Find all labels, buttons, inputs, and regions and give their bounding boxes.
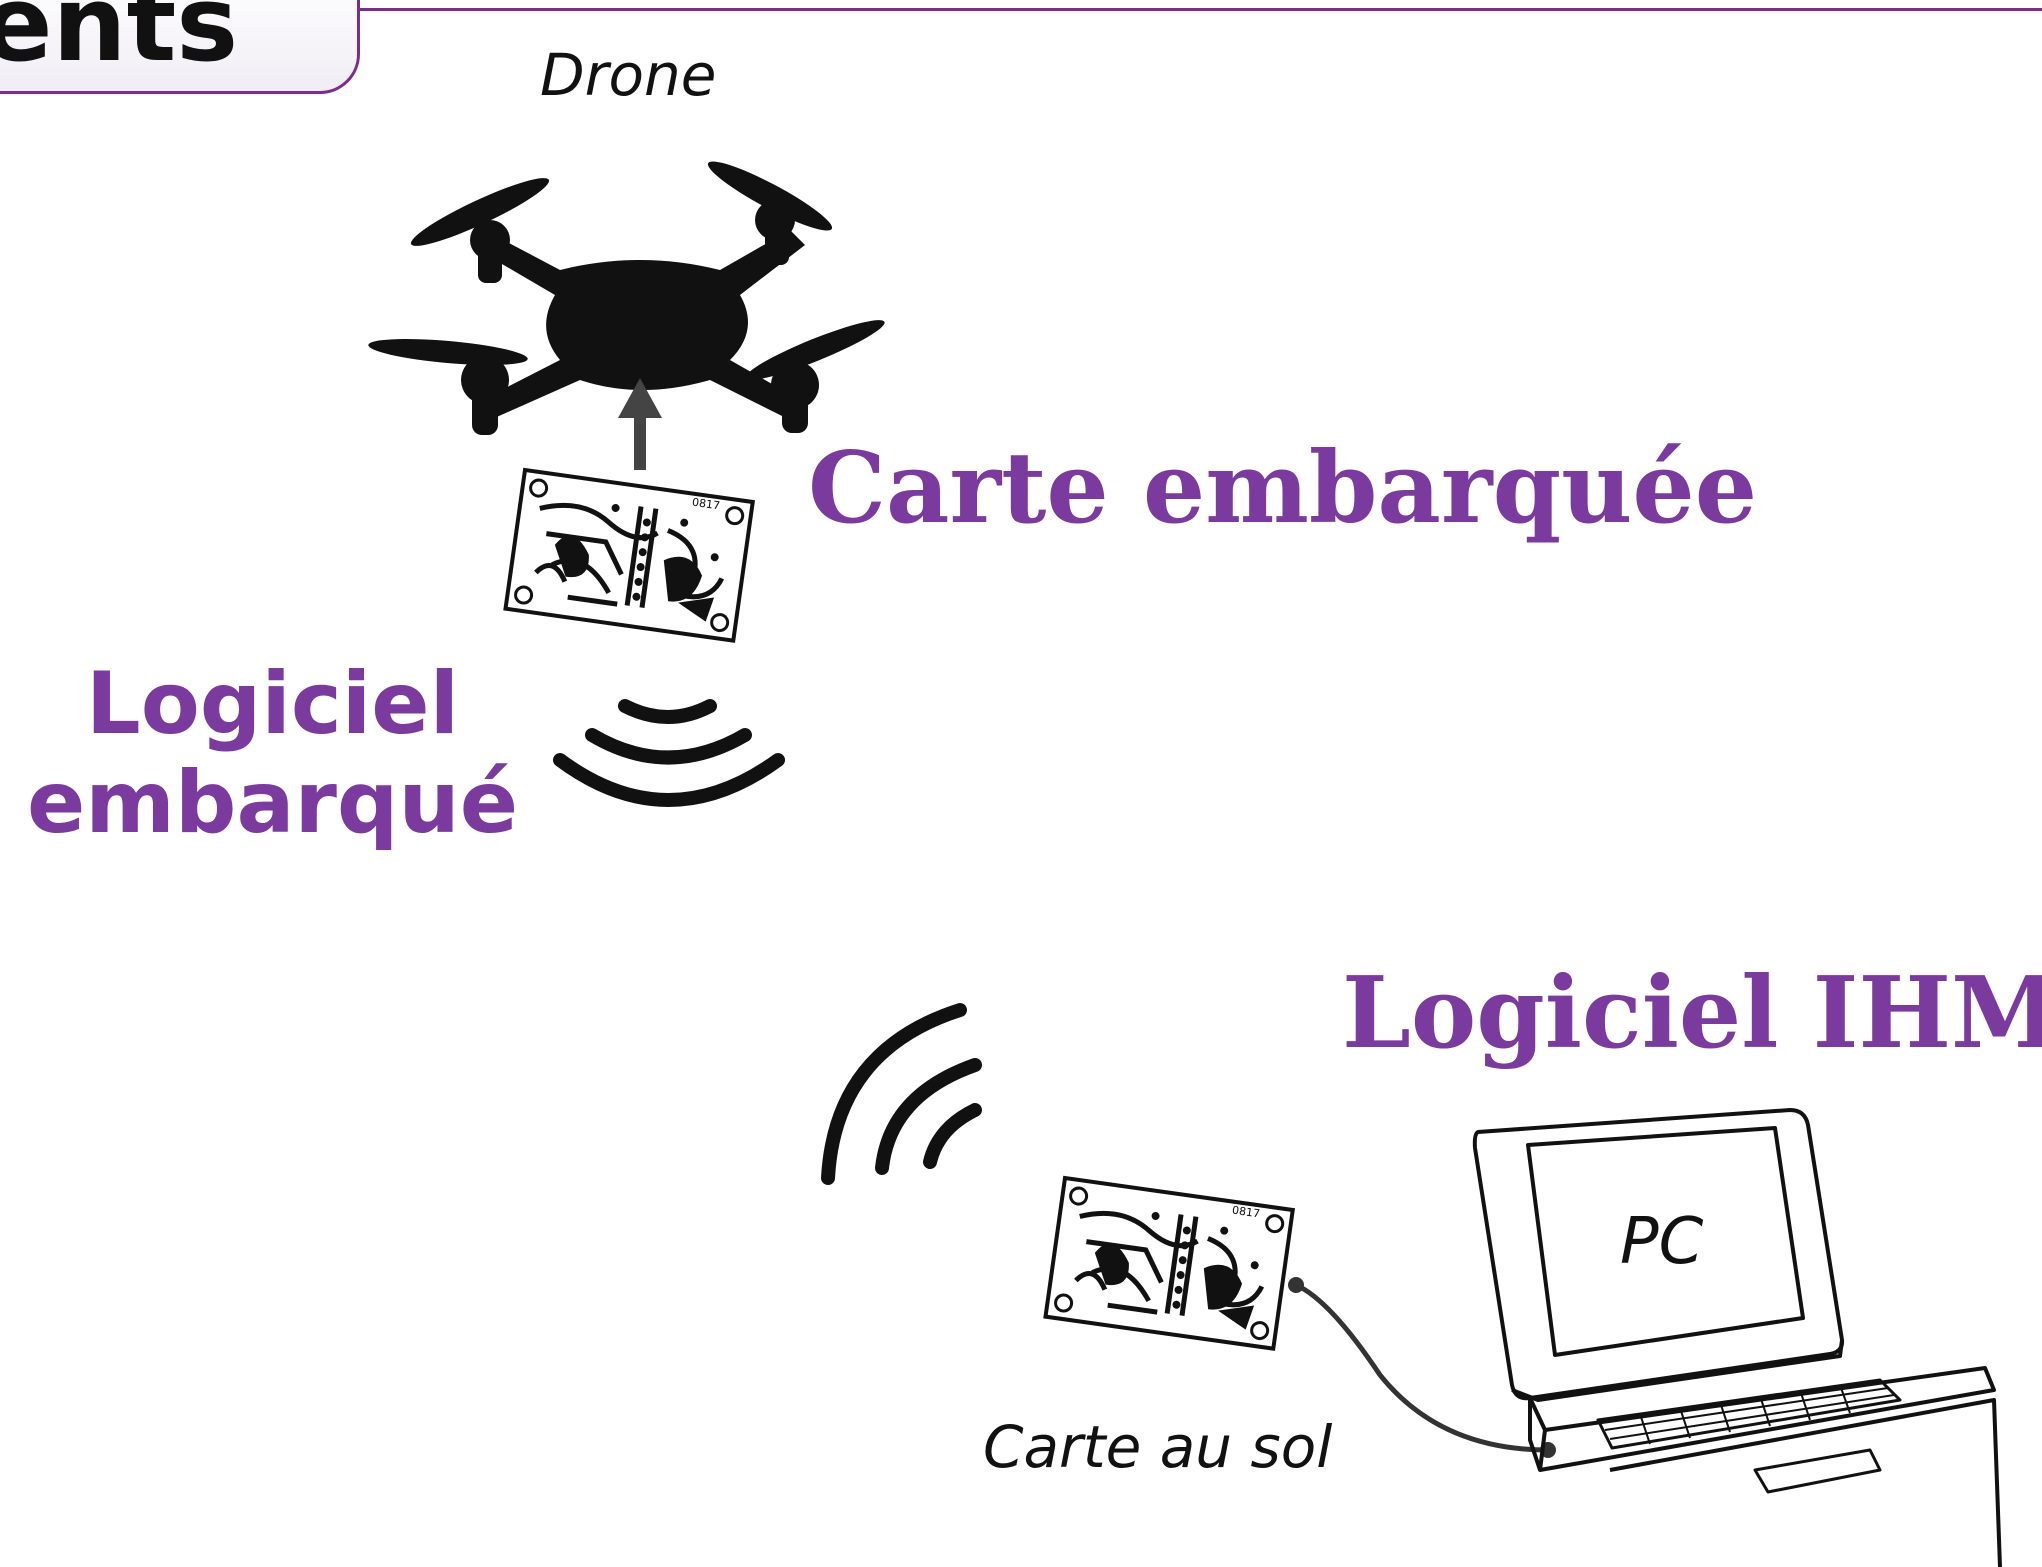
- laptop-icon: [1472, 1108, 2002, 1567]
- title-tab: [0, 0, 360, 94]
- pcb-icon: 0817: [1046, 1178, 1293, 1349]
- onboard-card-label: Carte embarquée: [808, 431, 1758, 546]
- hmi-software-label: Logiciel IHM: [1342, 956, 2042, 1071]
- onboard-software-line-2: embarqué: [26, 752, 519, 853]
- drone-label: Drone: [540, 41, 717, 109]
- header-rule: [360, 8, 2042, 11]
- pcb-marking: 0817: [691, 496, 721, 513]
- arrow-up-icon: [618, 378, 662, 470]
- onboard-software-line-1: Logiciel: [85, 654, 460, 754]
- pcb-marking: 0817: [1231, 1204, 1261, 1221]
- ground-card-label: Carte au sol: [983, 1413, 1333, 1481]
- pc-label: PC: [1620, 1205, 1704, 1279]
- drone-icon: [368, 161, 885, 435]
- page-title: ents: [0, 0, 239, 85]
- wireless-signal-icon: [821, 1003, 982, 1185]
- onboard-software-label: Logiciel embarqué: [20, 655, 525, 853]
- wireless-signal-icon: [553, 699, 785, 807]
- pcb-icon: 0817: [506, 470, 753, 641]
